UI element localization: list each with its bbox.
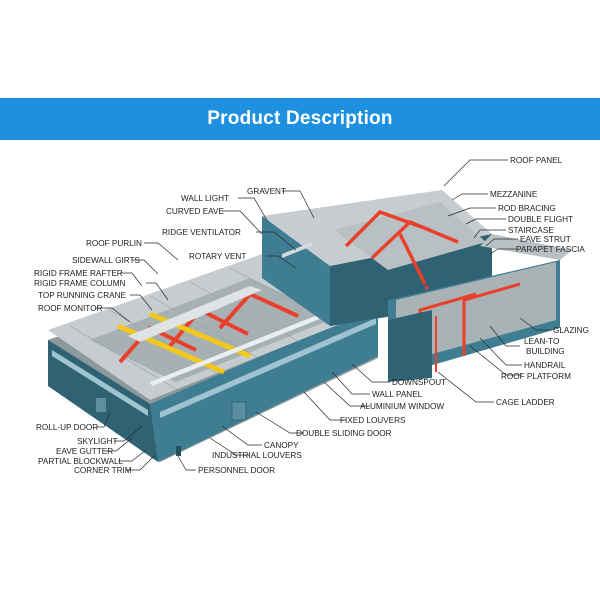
label-handrail: HANDRAIL — [524, 361, 566, 370]
label-fixed-louvers: FIXED LOUVERS — [340, 416, 406, 425]
label-rod-bracing: ROD BRACING — [498, 204, 556, 213]
label-double-flight: DOUBLE FLIGHT — [508, 215, 573, 224]
label-roof-panel: ROOF PANEL — [510, 156, 563, 165]
label-roll-up-door: ROLL-UP DOOR — [36, 423, 98, 432]
label-building: BUILDING — [526, 347, 565, 356]
header-banner: Product Description — [0, 98, 600, 140]
label-skylight: SKYLIGHT — [77, 437, 118, 446]
label-glazing: GLAZING — [553, 326, 589, 335]
label-mezzanine: MEZZANINE — [490, 190, 538, 199]
end-wall-window-band — [52, 350, 148, 416]
building-illustration — [48, 190, 572, 462]
label-partial-blockwall: PARTIAL BLOCKWALL — [38, 457, 124, 466]
sliding-door — [231, 401, 247, 421]
roof-monitor — [128, 286, 262, 342]
label-curved-eave: CURVED EAVE — [166, 207, 224, 216]
label-wall-panel: WALL PANEL — [372, 390, 423, 399]
label-personnel-door: PERSONNEL DOOR — [198, 466, 275, 475]
mezzanine-interior — [334, 202, 486, 270]
label-rigid-frame-rafter: RIGID FRAME RAFTER — [34, 269, 123, 278]
label-roof-monitor: ROOF MONITOR — [38, 304, 103, 313]
label-lean-to: LEAN-TO — [524, 337, 559, 346]
skylight-strip — [150, 298, 362, 386]
label-wall-light: WALL LIGHT — [181, 194, 229, 203]
label-staircase: STAIRCASE — [508, 226, 554, 235]
mezzanine-frames — [344, 209, 459, 291]
personnel-door — [176, 446, 181, 456]
label-top-running-crane: TOP RUNNING CRANE — [38, 291, 126, 300]
front-wall-window-band — [160, 318, 376, 418]
label-sidewall-girts: SIDEWALL GIRTS — [72, 256, 140, 265]
label-canopy: CANOPY — [264, 441, 299, 450]
leanto-roof — [480, 234, 572, 260]
label-industrial-louvers: INDUSTRIAL LOUVERS — [212, 451, 302, 460]
label-corner-trim: CORNER TRIM — [74, 466, 132, 475]
label-cage-ladder: CAGE LADDER — [496, 398, 555, 407]
label-eave-gutter: EAVE GUTTER — [56, 447, 113, 456]
canopy — [282, 241, 312, 259]
label-roof-platform: ROOF PLATFORM — [501, 372, 571, 381]
label-eave-strut: EAVE STRUT — [520, 235, 571, 244]
label-rigid-frame-column: RIGID FRAME COLUMN — [34, 279, 126, 288]
leanto-front-wall — [388, 310, 432, 382]
label-aluminium-window: ALUMINIUM WINDOW — [360, 402, 444, 411]
label-rotary-vent: ROTARY VENT — [189, 252, 246, 261]
label-parapet-fascia: PARAPET FASCIA — [516, 245, 585, 254]
label-downspout: DOWNSPOUT — [392, 378, 446, 387]
roll-up-door — [96, 398, 106, 412]
label-gravent: GRAVENT — [247, 187, 286, 196]
leader-lines — [96, 159, 552, 471]
banner-title: Product Description — [207, 108, 393, 129]
label-double-sliding-door: DOUBLE SLIDING DOOR — [296, 429, 392, 438]
label-roof-purlin: ROOF PURLIN — [86, 239, 142, 248]
label-ridge-ventilator: RIDGE VENTILATOR — [162, 228, 241, 237]
tall-building-end-wall — [262, 216, 330, 326]
building-diagram: ROOF PANEL MEZZANINE ROD BRACING DOUBLE … — [34, 156, 589, 475]
callout-labels: ROOF PANEL MEZZANINE ROD BRACING DOUBLE … — [34, 156, 589, 475]
